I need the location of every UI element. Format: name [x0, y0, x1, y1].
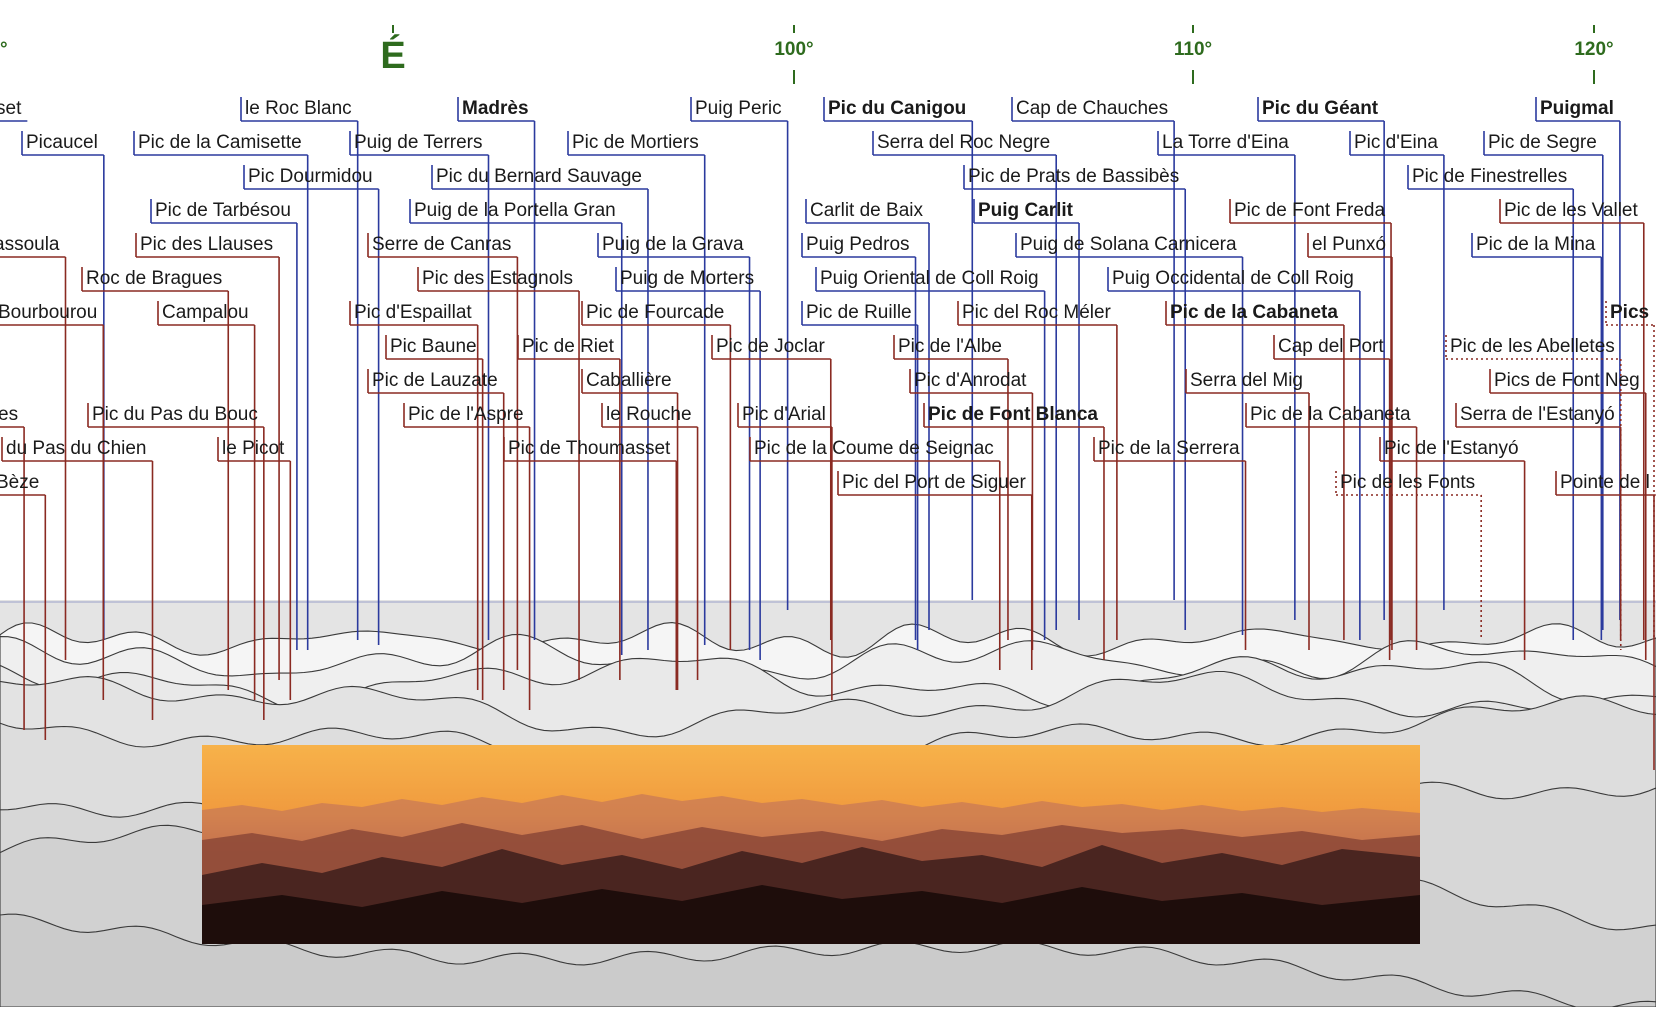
peak-label: Pic du Bernard Sauvage — [436, 166, 642, 187]
peak-label: Puig Carlit — [978, 200, 1074, 221]
peak-label: Pic de Ruille — [806, 302, 912, 323]
peak-label: Serra del Roc Negre — [877, 132, 1050, 153]
compass-scale: ° É 100° 110° 120° — [0, 25, 1614, 84]
compass-label-110: 110° — [1174, 39, 1212, 60]
peak-label: Pic de la Serrera — [1098, 438, 1240, 459]
peak-label: du Pas du Chien — [6, 438, 147, 459]
peak-label: Puig de Solana Carnicera — [1020, 234, 1237, 255]
peak-label: Pic d'Anrodat — [914, 370, 1027, 391]
peak-label: Serra de l'Estanyó — [1460, 404, 1615, 425]
peak-label: Pic du Géant — [1262, 98, 1379, 119]
peak-label: Pic del Roc Méler — [962, 302, 1112, 323]
peak-label: Puig de la Grava — [602, 234, 744, 255]
peak-label: Picaucel — [26, 132, 98, 153]
peak-label: Puig Occidental de Coll Roig — [1112, 268, 1354, 289]
photo-ridge-front — [202, 885, 1420, 944]
peak-label: Pic de la Mina — [1476, 234, 1596, 255]
peak-label: Pic de Joclar — [716, 336, 825, 357]
peak-label: Pic des Llauses — [140, 234, 273, 255]
peak-label: Pic del Port de Siguer — [842, 472, 1026, 493]
peak-label: Puig Peric — [695, 98, 782, 119]
peak-label: Pic Baune — [390, 336, 477, 357]
peak-label: set — [0, 98, 22, 119]
peak-label: Pic de Fourcade — [586, 302, 724, 323]
peak-label: le Roc Blanc — [245, 98, 352, 119]
sunset-photo-image — [202, 745, 1420, 944]
sunset-photo-inset — [202, 745, 1420, 944]
peak-label: Bourbourou — [0, 302, 97, 323]
peak-label: Pic de Finestrelles — [1412, 166, 1567, 187]
peak-label: Pic de Font Blanca — [928, 404, 1098, 425]
peak-label: Pic des Estagnols — [422, 268, 573, 289]
peak-label: Pic d'Arial — [742, 404, 826, 425]
peak-label: Cap del Port — [1278, 336, 1384, 357]
peak-label: Bèze — [0, 472, 39, 493]
peak-label: Puig Oriental de Coll Roig — [820, 268, 1039, 289]
peak-label: Pic de les Fonts — [1340, 472, 1475, 493]
peak-label: Caballière — [586, 370, 672, 391]
peak-label: Cap de Chauches — [1016, 98, 1168, 119]
peak-label: le Rouche — [606, 404, 692, 425]
peak-label: le Picot — [222, 438, 285, 459]
peak-label: Pic d'Espaillat — [354, 302, 472, 323]
peak-label: assoula — [0, 234, 60, 255]
peak-label: Pic de Thoumasset — [508, 438, 671, 459]
peak-label: Pic de la Camisette — [138, 132, 302, 153]
peak-label: Campalou — [162, 302, 249, 323]
peak-label: Madrès — [462, 98, 529, 119]
peak-label: Pic de l'Aspre — [408, 404, 524, 425]
peak-label: Carlit de Baix — [810, 200, 923, 221]
peak-label: Pic du Pas du Bouc — [92, 404, 258, 425]
peak-label: Pic de Prats de Bassibès — [968, 166, 1179, 187]
peak-label: es — [0, 404, 18, 425]
peak-label: La Torre d'Eina — [1162, 132, 1289, 153]
peak-label: Pic de Riet — [522, 336, 615, 357]
peak-label: Pic de Tarbésou — [155, 200, 291, 221]
peak-label: el Punxó — [1312, 234, 1386, 255]
peak-label: Pic du Canigou — [828, 98, 966, 119]
peak-label: Pic de Mortiers — [572, 132, 699, 153]
peak-label: Pic de la Coume de Seignac — [754, 438, 994, 459]
compass-label-120: 120° — [1574, 39, 1613, 60]
peak-labels: set le Roc Blanc Madrès Puig Peric Pic du Ca… — [0, 98, 1650, 493]
peak-label: Puig Pedros — [806, 234, 910, 255]
peak-label: Pics — [1610, 302, 1649, 323]
compass-label-left-edge: ° — [0, 39, 8, 60]
peak-label: Pic de Segre — [1488, 132, 1597, 153]
peak-label: Pic de l'Estanyó — [1384, 438, 1519, 459]
peak-label: Pic de Lauzate — [372, 370, 498, 391]
peak-label: Serra del Mig — [1190, 370, 1303, 391]
peak-label: Pic Dourmidou — [248, 166, 373, 187]
compass-label-100: 100° — [774, 39, 813, 60]
leader-lines — [0, 97, 1656, 770]
peak-label: Puigmal — [1540, 98, 1614, 119]
peak-label: Serre de Canras — [372, 234, 511, 255]
peak-label: Pics de Font Neg — [1494, 370, 1640, 391]
peak-label: Pic de Font Freda — [1234, 200, 1385, 221]
peak-label: Pic de la Cabaneta — [1250, 404, 1411, 425]
peak-label: Pic de la Cabaneta — [1170, 302, 1338, 323]
peak-label: Pointe de l — [1560, 472, 1650, 493]
peak-label: Pic d'Eina — [1354, 132, 1438, 153]
peak-label: Pic de les Vallet — [1504, 200, 1638, 221]
peak-label: Pic de les Abelletes — [1450, 336, 1615, 357]
peak-label: Pic de l'Albe — [898, 336, 1002, 357]
peak-label: Puig de Morters — [620, 268, 754, 289]
peak-label: Puig de la Portella Gran — [414, 200, 616, 221]
compass-label-east-icon: É — [380, 33, 405, 77]
peak-label: Puig de Terrers — [354, 132, 483, 153]
peak-label: Roc de Bragues — [86, 268, 222, 289]
